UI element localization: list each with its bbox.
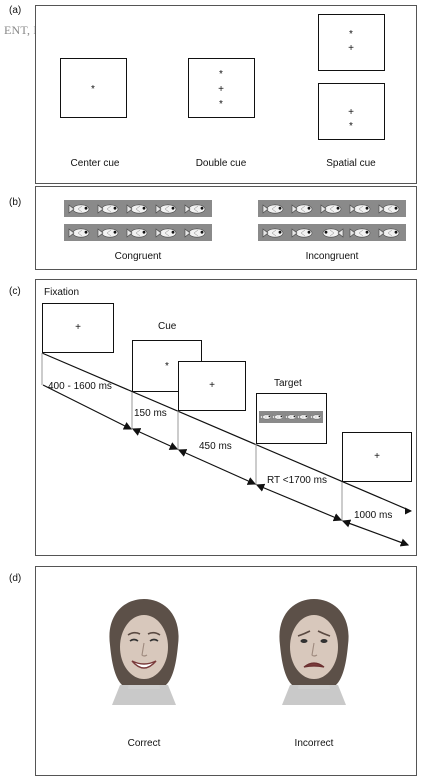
fish-icon (69, 203, 90, 214)
fish-icon (309, 414, 321, 420)
panel-c-label: (c) (9, 286, 21, 297)
fish-icon (184, 227, 205, 238)
final-fixation-frame: + (342, 432, 412, 482)
incorrect-face-photo (279, 599, 349, 705)
panel-a: * Center cue * + * Double cue * + + * Sp… (35, 5, 417, 184)
target-frame (256, 393, 327, 444)
incongruent-caption: Incongruent (305, 251, 359, 262)
spatial-cue-top-box: * + (318, 14, 385, 71)
spatial-cue-bottom-cross: + (348, 107, 354, 118)
fish-icon (272, 414, 284, 420)
duration-target: RT <1700 ms (267, 475, 327, 486)
double-cue-bottom-asterisk: * (219, 99, 223, 110)
incongruent-row-bottom (258, 224, 406, 241)
center-cue-caption: Center cue (70, 158, 120, 169)
spatial-cue-caption: Spatial cue (326, 158, 376, 169)
fish-icon (97, 227, 119, 238)
spatial-cue-top-asterisk: * (349, 29, 353, 40)
panel-d-label: (d) (9, 573, 22, 584)
final-fixation-cross: + (374, 451, 380, 462)
panel-a-label: (a) (9, 5, 22, 16)
fish-icon (349, 227, 371, 238)
correct-caption: Correct (127, 738, 161, 749)
panel-c: Fixation + Cue * + Target + 400 - 1600 m… (35, 279, 417, 556)
panel-b: Congruent Incongruent (35, 186, 417, 270)
panel-b-label: (b) (9, 197, 22, 208)
incorrect-caption: Incorrect (294, 738, 334, 749)
fish-icon (184, 203, 205, 214)
double-cue-fixation-cross: + (218, 84, 224, 95)
fish-icon (291, 227, 313, 238)
spatial-cue-bottom-box: + * (318, 83, 385, 140)
congruent-row-bottom (64, 224, 212, 241)
cue-label: Cue (158, 321, 177, 332)
fish-icon (378, 203, 399, 214)
fixation-frame: + (42, 303, 114, 353)
fixation-cross: + (75, 322, 81, 333)
fish-icon (297, 414, 309, 420)
fish-icon (378, 227, 399, 238)
double-cue-top-asterisk: * (219, 69, 223, 80)
panel-d: Correct Incorrect (35, 566, 417, 776)
fish-icon (263, 227, 284, 238)
target-fish-row (259, 411, 323, 423)
fixation-label: Fixation (44, 287, 80, 298)
fish-icon (126, 227, 148, 238)
fish-icon (285, 414, 296, 420)
duration-cue: 150 ms (134, 408, 167, 419)
timeline-diagram (41, 352, 412, 547)
center-cue-box: * (60, 58, 127, 118)
fish-icon (155, 227, 177, 238)
fish-icon (291, 203, 313, 214)
fish-icon (260, 414, 272, 420)
double-cue-caption: Double cue (195, 158, 247, 169)
duration-feedback-fixation: 1000 ms (354, 510, 393, 521)
fish-icon (69, 227, 90, 238)
fish-icon (349, 203, 371, 214)
congruent-row-top (64, 200, 212, 217)
post-cue-cross: + (209, 380, 215, 391)
cue-asterisk: * (165, 361, 169, 372)
fish-icon (155, 203, 177, 214)
duration-interval: 450 ms (199, 441, 232, 452)
congruent-caption: Congruent (114, 251, 162, 262)
fish-icon (97, 203, 119, 214)
fish-icon (322, 227, 344, 238)
spatial-cue-bottom-asterisk: * (349, 121, 353, 132)
incongruent-row-top (258, 200, 406, 217)
spatial-cue-top-cross: + (348, 43, 354, 54)
correct-face-photo (109, 599, 179, 705)
duration-fixation: 400 - 1600 ms (48, 381, 112, 392)
fish-icon (263, 203, 284, 214)
main-timeline-line (41, 352, 412, 512)
center-cue-asterisk: * (91, 84, 95, 95)
fish-icon (126, 203, 148, 214)
fish-icon (320, 203, 342, 214)
target-label: Target (274, 378, 302, 389)
post-cue-frame: + (178, 361, 246, 411)
double-cue-box: * + * (188, 58, 255, 118)
